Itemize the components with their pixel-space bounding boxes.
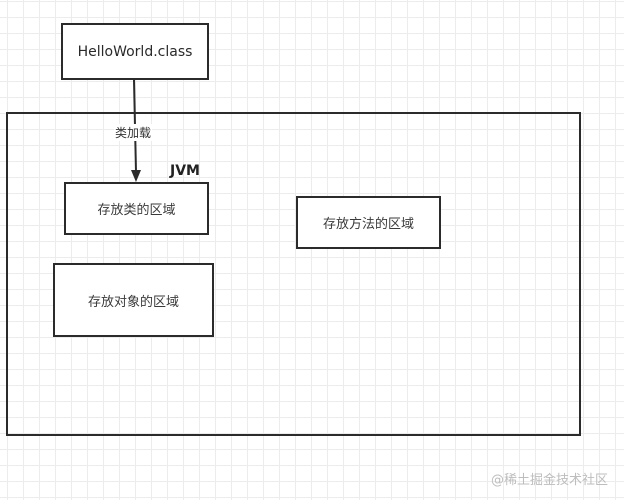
method-area-node: 存放方法的区域 <box>296 196 441 249</box>
helloworld-class-node: HelloWorld.class <box>61 23 209 80</box>
helloworld-class-label: HelloWorld.class <box>77 43 193 60</box>
object-area-label: 存放对象的区域 <box>87 294 179 310</box>
jvm-title: JVM <box>170 163 200 179</box>
class-loading-label: 类加载 <box>114 124 153 141</box>
watermark: @稀土掘金技术社区 <box>490 473 608 488</box>
jvm-container <box>6 112 581 436</box>
class-area-node: 存放类的区域 <box>64 182 209 235</box>
object-area-node: 存放对象的区域 <box>53 263 214 337</box>
method-area-label: 存放方法的区域 <box>322 217 414 232</box>
class-area-label: 存放类的区域 <box>97 203 176 218</box>
